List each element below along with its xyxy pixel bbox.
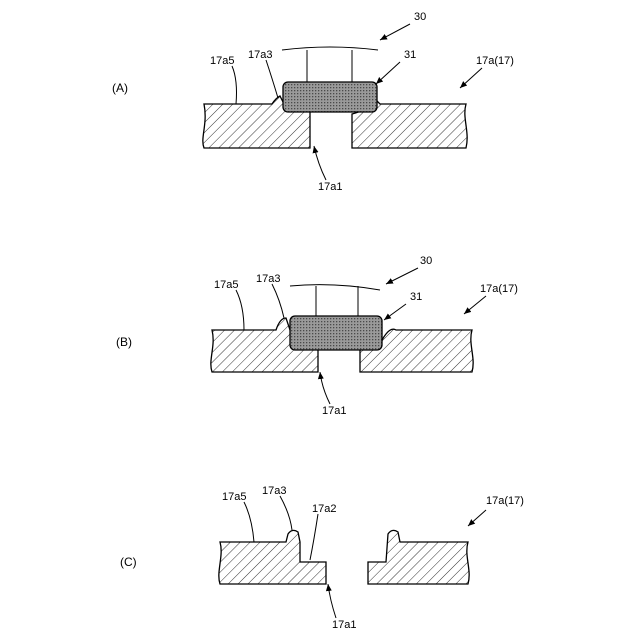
panel-b-label-30: 30 bbox=[420, 255, 432, 267]
panel-b-arrow-31 bbox=[384, 304, 406, 320]
panel-b-arrow-17a1 bbox=[320, 372, 330, 404]
panel-a-arrow-17a1 bbox=[314, 146, 326, 180]
panel-b: (B) 30 31 17a5 17a3 17a(17) 17a1 bbox=[116, 255, 518, 417]
panel-b-label-17a17: 17a(17) bbox=[480, 283, 518, 295]
panel-c-label-17a1: 17a1 bbox=[332, 619, 356, 631]
panel-c-label-17a3: 17a3 bbox=[262, 485, 286, 497]
panel-a-label-17a1: 17a1 bbox=[318, 181, 342, 193]
panel-c-label-17a2: 17a2 bbox=[312, 503, 336, 515]
panel-c-arrow-17a1 bbox=[328, 584, 336, 618]
panel-a-component-line bbox=[282, 47, 378, 50]
panel-a: (A) 30 31 17a5 17a3 17a(17) 17a1 bbox=[112, 11, 514, 193]
panel-a-arrow-31 bbox=[376, 62, 400, 84]
panel-a-chip bbox=[283, 82, 377, 112]
panel-a-label-31: 31 bbox=[404, 49, 416, 61]
panel-c-right-plate bbox=[368, 530, 469, 584]
panel-c-label: (C) bbox=[120, 555, 137, 569]
panel-b-component-line bbox=[290, 285, 380, 290]
panel-a-label-17a5: 17a5 bbox=[210, 55, 234, 67]
panel-a-leader-17a3 bbox=[266, 60, 278, 98]
panel-a-arrow-17a17 bbox=[460, 68, 482, 88]
panel-b-label-17a3: 17a3 bbox=[256, 273, 280, 285]
panel-a-label: (A) bbox=[112, 81, 128, 95]
panel-b-arrow-30 bbox=[386, 268, 418, 284]
panel-b-label-17a1: 17a1 bbox=[322, 405, 346, 417]
panel-b-leader-17a5 bbox=[236, 290, 244, 330]
panel-c-left-plate bbox=[219, 530, 326, 584]
panel-a-leader-17a5 bbox=[232, 66, 237, 104]
panel-a-label-17a17: 17a(17) bbox=[476, 55, 514, 67]
panel-c-label-17a5: 17a5 bbox=[222, 491, 246, 503]
panel-c-arrow-17a17 bbox=[468, 510, 486, 526]
panel-c-leader-17a5 bbox=[244, 502, 254, 542]
panel-c-leader-17a2 bbox=[310, 514, 318, 560]
panel-b-arrow-17a17 bbox=[464, 296, 486, 314]
panel-b-label-17a5: 17a5 bbox=[214, 279, 238, 291]
panel-a-label-30: 30 bbox=[414, 11, 426, 23]
panel-a-label-17a3: 17a3 bbox=[248, 49, 272, 61]
panel-b-label-31: 31 bbox=[410, 291, 422, 303]
panel-b-label: (B) bbox=[116, 335, 132, 349]
panel-c: (C) 17a5 17a3 17a2 17a(17) 17a1 bbox=[120, 485, 524, 631]
panel-c-label-17a17: 17a(17) bbox=[486, 495, 524, 507]
panel-c-leader-17a3 bbox=[280, 496, 292, 530]
panel-a-arrow-30 bbox=[380, 24, 410, 40]
panel-b-leader-17a3 bbox=[272, 284, 284, 318]
panel-b-chip bbox=[290, 316, 382, 350]
